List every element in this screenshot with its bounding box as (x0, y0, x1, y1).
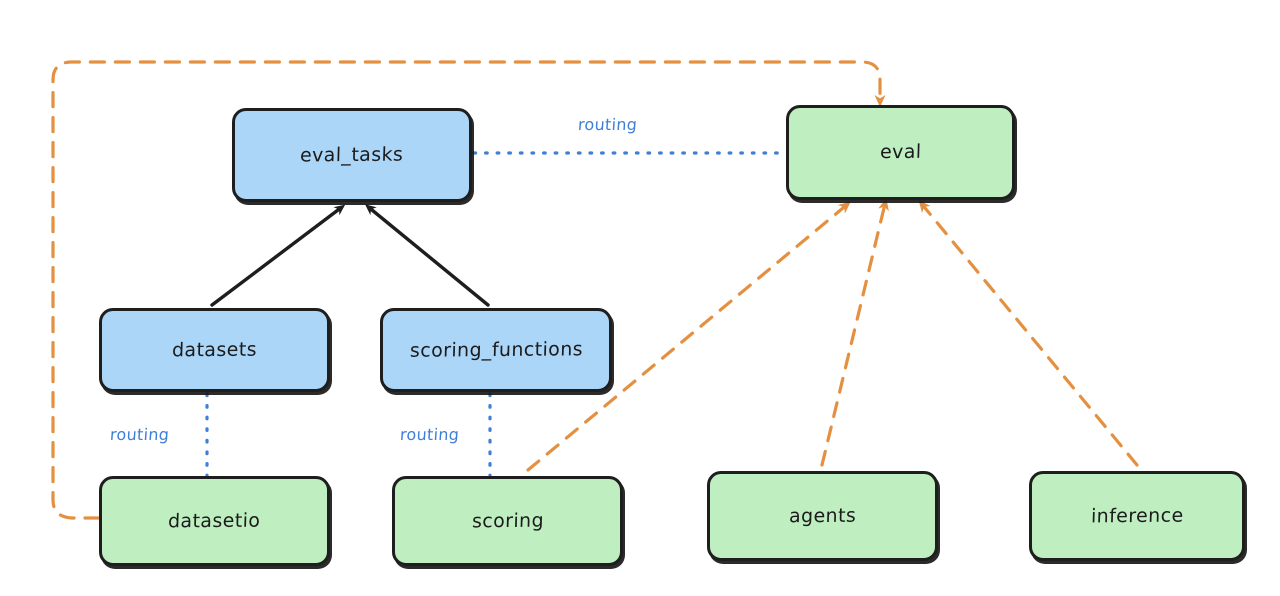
node-label: datasetio (168, 509, 262, 532)
node-label: eval_tasks (300, 143, 404, 166)
node-datasets[interactable]: datasets (99, 308, 330, 392)
node-label: scoring_functions (409, 337, 583, 362)
edge-inference-to-eval (918, 200, 1139, 467)
node-label: eval (879, 140, 922, 164)
node-label: scoring (471, 509, 544, 532)
node-eval[interactable]: eval (786, 105, 1015, 200)
node-datasetio[interactable]: datasetio (99, 476, 330, 566)
edge-label-routing-datasets: routing (109, 425, 170, 444)
edge-label-routing-eval: routing (577, 115, 638, 134)
node-label: inference (1090, 504, 1184, 527)
edge-label-routing-scoring: routing (399, 425, 460, 444)
node-scoring[interactable]: scoring (392, 476, 623, 566)
node-label: agents (788, 504, 857, 527)
node-eval-tasks[interactable]: eval_tasks (232, 108, 472, 202)
edge-scoring-functions-to-eval-tasks (365, 204, 490, 307)
edge-agents-to-eval (820, 198, 889, 467)
node-agents[interactable]: agents (707, 471, 938, 561)
node-inference[interactable]: inference (1029, 471, 1245, 561)
node-label: datasets (171, 338, 258, 361)
node-scoring-functions[interactable]: scoring_functions (380, 308, 612, 392)
edge-datasets-to-eval-tasks (210, 204, 346, 307)
